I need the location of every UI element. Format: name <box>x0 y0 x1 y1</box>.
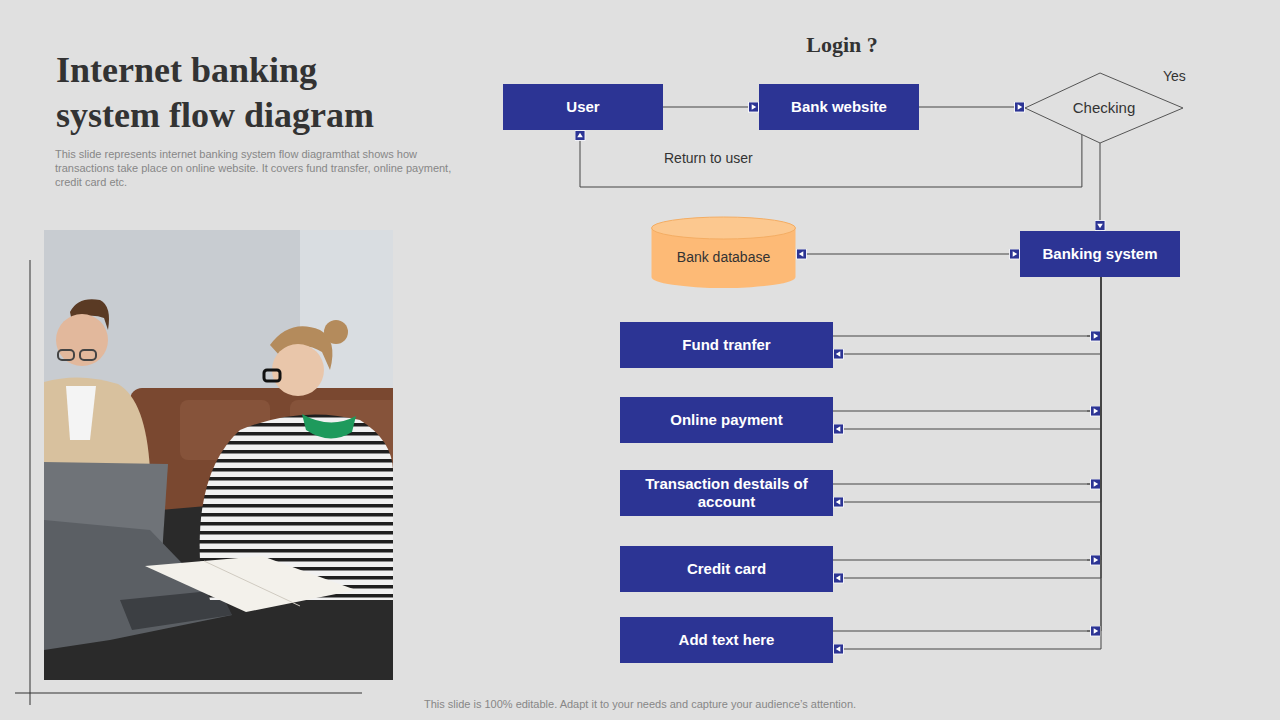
diamond-shape <box>1025 73 1183 143</box>
process-box: Credit card <box>620 546 833 592</box>
connector <box>833 277 1101 560</box>
man-glasses <box>80 350 96 360</box>
woman-glasses <box>264 370 280 381</box>
frame-line <box>30 260 31 705</box>
connector-line <box>833 277 1101 649</box>
connector <box>833 277 1101 429</box>
connector-line <box>833 277 1101 502</box>
connector <box>833 277 1101 354</box>
connector <box>833 277 1101 649</box>
process-box: Transaction destails of account <box>620 470 833 516</box>
connector-line <box>580 130 1082 187</box>
connector-line <box>833 277 1101 578</box>
footer-note: This slide is 100% editable. Adapt it to… <box>0 698 1280 710</box>
photo <box>44 230 393 680</box>
connector <box>833 277 1101 631</box>
decision-diamond: Checking <box>1025 73 1183 143</box>
connector <box>919 107 1025 108</box>
node-text: Transaction destails of account <box>637 475 817 511</box>
node-text: Online payment <box>670 411 783 429</box>
connector <box>833 277 1101 502</box>
connector <box>833 277 1101 578</box>
connector <box>663 107 759 108</box>
wall <box>44 230 393 680</box>
node-text: Bank website <box>791 98 887 116</box>
connector-line <box>796 254 1020 255</box>
connector <box>833 277 1101 484</box>
slide-title: Internet banking system flow diagram <box>56 48 416 138</box>
process-box: User <box>503 84 663 130</box>
connector-head <box>1087 411 1101 412</box>
process-box: Banking system <box>1020 231 1180 277</box>
man-shirt <box>66 386 96 440</box>
connector <box>833 277 1101 336</box>
cylinder-top <box>652 217 796 239</box>
connector-line <box>833 277 1101 336</box>
connector <box>1100 143 1101 231</box>
connector-line <box>833 277 1101 411</box>
connector-head <box>1087 336 1101 337</box>
connector-head <box>1087 631 1101 632</box>
decision-label: Yes <box>1163 68 1186 84</box>
man-jacket <box>44 377 150 470</box>
node-text: User <box>566 98 599 116</box>
process-box: Fund tranfer <box>620 322 833 368</box>
flow-heading: Login ? <box>772 32 912 58</box>
man-glasses <box>58 350 74 360</box>
connector-head <box>1087 560 1101 561</box>
connector-head <box>1087 484 1101 485</box>
node-text: Credit card <box>687 560 766 578</box>
connector-line <box>919 107 1025 108</box>
frame-line <box>15 693 362 694</box>
node-text: Add text here <box>679 631 775 649</box>
notebook-fold <box>204 561 300 606</box>
connector <box>833 277 1101 411</box>
node-text: Banking system <box>1042 245 1157 263</box>
slide-caption: This slide represents internet banking s… <box>55 147 465 189</box>
process-box: Online payment <box>620 397 833 443</box>
woman-collar <box>302 414 356 439</box>
notebook <box>145 556 356 612</box>
connector-line <box>833 277 1101 354</box>
database-cylinder: Bank database <box>651 216 796 289</box>
connector <box>580 130 1082 187</box>
connector-line <box>833 277 1101 560</box>
man-head <box>56 314 108 366</box>
connector-line <box>833 277 1101 429</box>
node-text: Bank database <box>677 239 770 266</box>
connector <box>796 254 1020 255</box>
node-text: Fund tranfer <box>682 336 770 354</box>
connector-line <box>833 277 1101 631</box>
node-text: Checking <box>1073 99 1136 117</box>
process-box: Bank website <box>759 84 919 130</box>
connector-line <box>833 277 1101 484</box>
edge-label: Return to user <box>661 150 756 166</box>
process-box: Add text here <box>620 617 833 663</box>
woman-bun <box>324 320 348 344</box>
connector-line <box>663 107 759 108</box>
connector-line <box>1100 143 1101 231</box>
